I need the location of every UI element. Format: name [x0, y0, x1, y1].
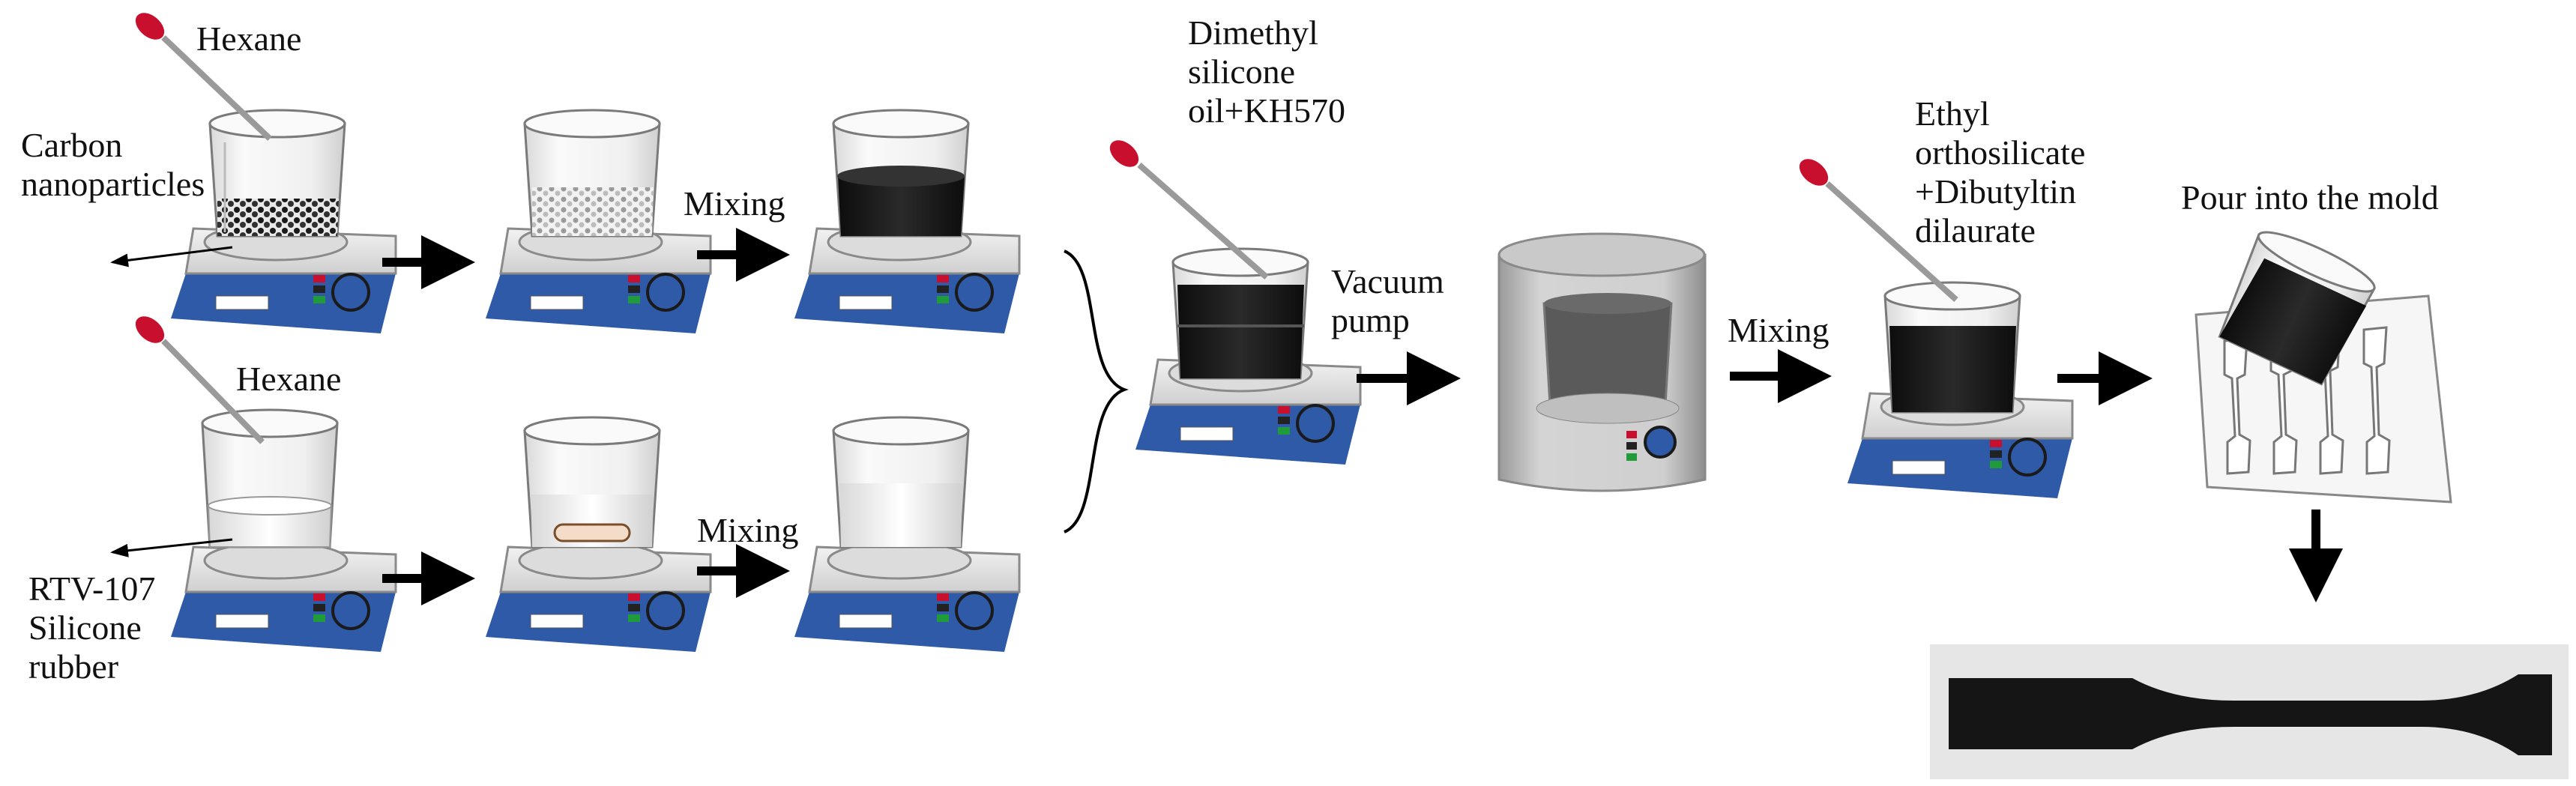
specimen-photo [1930, 644, 2569, 779]
beaker-2 [523, 109, 661, 238]
pouring-beaker [2218, 231, 2376, 386]
beaker-4 [201, 408, 339, 548]
beaker-6 [832, 416, 970, 548]
hotplate-6 [794, 541, 1021, 652]
label-carbon-nanoparticles: Carbon nanoparticles [21, 126, 205, 203]
hotplate-1 [171, 223, 397, 333]
merge-brace [1064, 250, 1129, 533]
dropper-1 [135, 13, 272, 141]
label-rtv-silicone: RTV-107 Silicone rubber [28, 569, 156, 686]
label-ethyl-orthosilicate: Ethyl orthosilicate +Dibutyltin dilaurat… [1915, 94, 2086, 250]
dropper-2 [135, 316, 265, 444]
beaker-7 [1171, 247, 1309, 380]
beaker-5 [523, 416, 661, 548]
hotplate-2 [486, 223, 712, 333]
hotplate-4 [171, 541, 397, 652]
label-vacuum-pump: Vacuum pump [1331, 262, 1444, 339]
arrows [382, 228, 2343, 605]
beaker-8 [1883, 281, 2021, 414]
label-mixing-bottom: Mixing [697, 511, 799, 549]
label-mixing-mid: Mixing [1728, 311, 1830, 349]
hotplate-3 [794, 223, 1021, 333]
label-hexane-bottom: Hexane [236, 360, 342, 398]
beaker-3 [832, 109, 970, 238]
leader-lines [110, 246, 233, 557]
dropper-4 [1799, 159, 1958, 302]
vacuum-chamber [1497, 232, 1707, 492]
dropper-3 [1109, 140, 1269, 279]
label-pour-mold: Pour into the mold [2181, 178, 2439, 217]
label-hexane-top: Hexane [196, 19, 302, 58]
hotplate-5 [486, 541, 712, 652]
label-mixing-top: Mixing [684, 184, 785, 223]
label-dimethyl-silicone: Dimethyl silicone oil+KH570 [1188, 13, 1345, 130]
beaker-1 [208, 109, 346, 238]
